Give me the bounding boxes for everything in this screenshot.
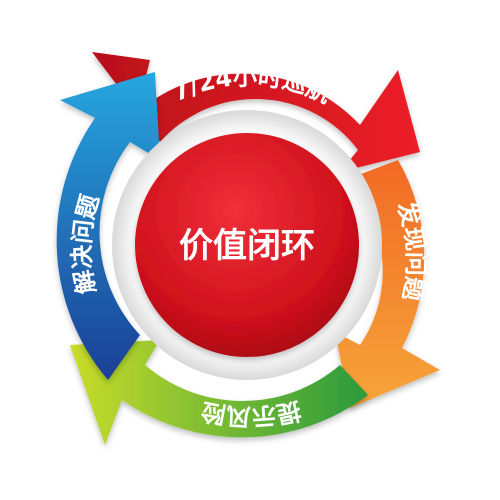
segment-arrow-risk bbox=[70, 340, 368, 445]
center-circle bbox=[135, 133, 359, 357]
segment-arrow-discover bbox=[335, 160, 440, 408]
segment-arrow-resolve bbox=[56, 72, 160, 380]
segment-arrow-patrol bbox=[92, 52, 420, 172]
center-label: 价值闭环 bbox=[179, 226, 315, 266]
